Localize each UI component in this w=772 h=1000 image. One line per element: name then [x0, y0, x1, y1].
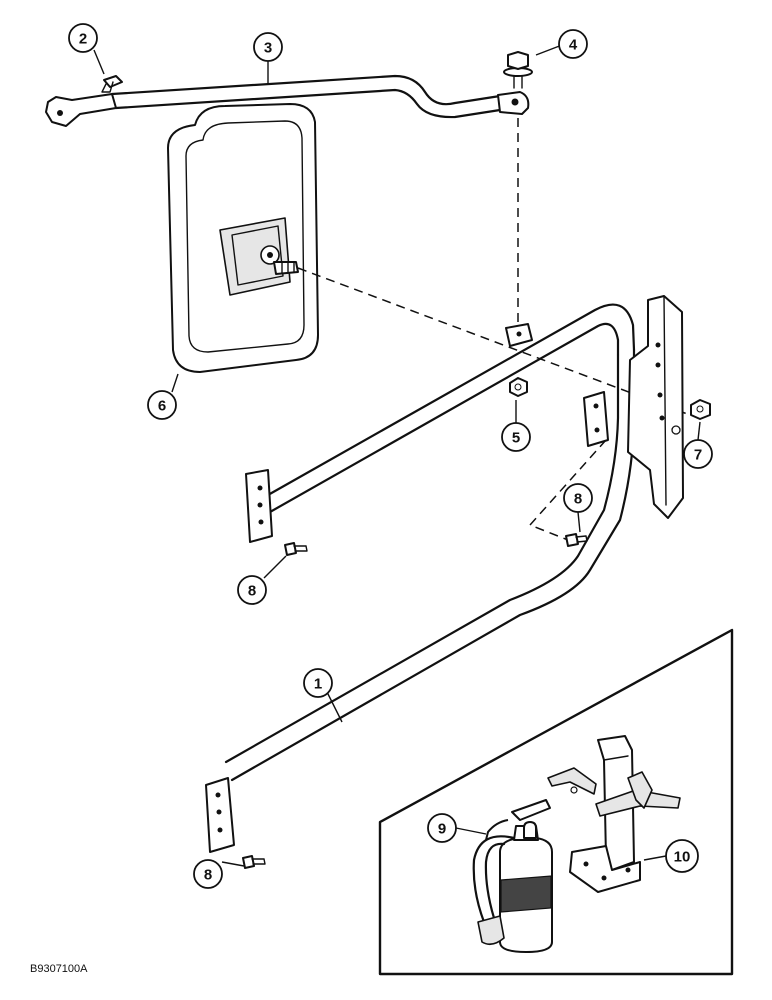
callout-7: 7 — [683, 439, 713, 469]
svg-text:6: 6 — [158, 398, 166, 415]
callout-2: 2 — [68, 23, 98, 53]
svg-text:4: 4 — [569, 37, 578, 54]
svg-text:1: 1 — [314, 676, 322, 693]
nut-right-part — [690, 399, 711, 420]
figure-code: B9307100A — [30, 963, 88, 975]
bolt-8-middle-part — [284, 542, 308, 556]
callout-8-right: 8 — [563, 483, 593, 513]
svg-text:3: 3 — [264, 40, 272, 57]
bolt-top-right-part — [503, 51, 533, 89]
upper-brace-part — [45, 74, 530, 127]
callout-8-lower: 8 — [193, 859, 223, 889]
callout-5: 5 — [501, 422, 531, 452]
callout-10: 10 — [665, 839, 699, 873]
callout-1: 1 — [303, 668, 333, 698]
callout-6: 6 — [147, 390, 177, 420]
nut-center-part — [509, 377, 528, 397]
bolt-8-lower-part — [242, 855, 266, 869]
svg-text:5: 5 — [512, 430, 520, 447]
bolt-8-right-part — [565, 533, 588, 547]
callouts: 1 2 3 4 5 6 7 8 8 8 9 10 — [68, 23, 713, 889]
support-frame-part — [205, 295, 684, 853]
svg-text:8: 8 — [248, 583, 256, 600]
assembly-dashed-lines — [297, 118, 691, 541]
fire-extinguisher-part — [472, 799, 553, 953]
svg-text:9: 9 — [438, 821, 446, 838]
svg-text:8: 8 — [204, 867, 212, 884]
mirror-part — [167, 103, 319, 373]
callout-4: 4 — [558, 29, 588, 59]
svg-text:2: 2 — [79, 31, 87, 48]
svg-text:10: 10 — [674, 849, 691, 866]
callout-3: 3 — [253, 32, 283, 62]
bolt-upper-left-part — [101, 75, 123, 93]
inset-panel — [378, 628, 734, 976]
svg-text:8: 8 — [574, 491, 582, 508]
callout-8-middle: 8 — [237, 575, 267, 605]
svg-text:7: 7 — [694, 447, 702, 464]
callout-9: 9 — [427, 813, 457, 843]
extinguisher-bracket-part — [547, 735, 681, 893]
